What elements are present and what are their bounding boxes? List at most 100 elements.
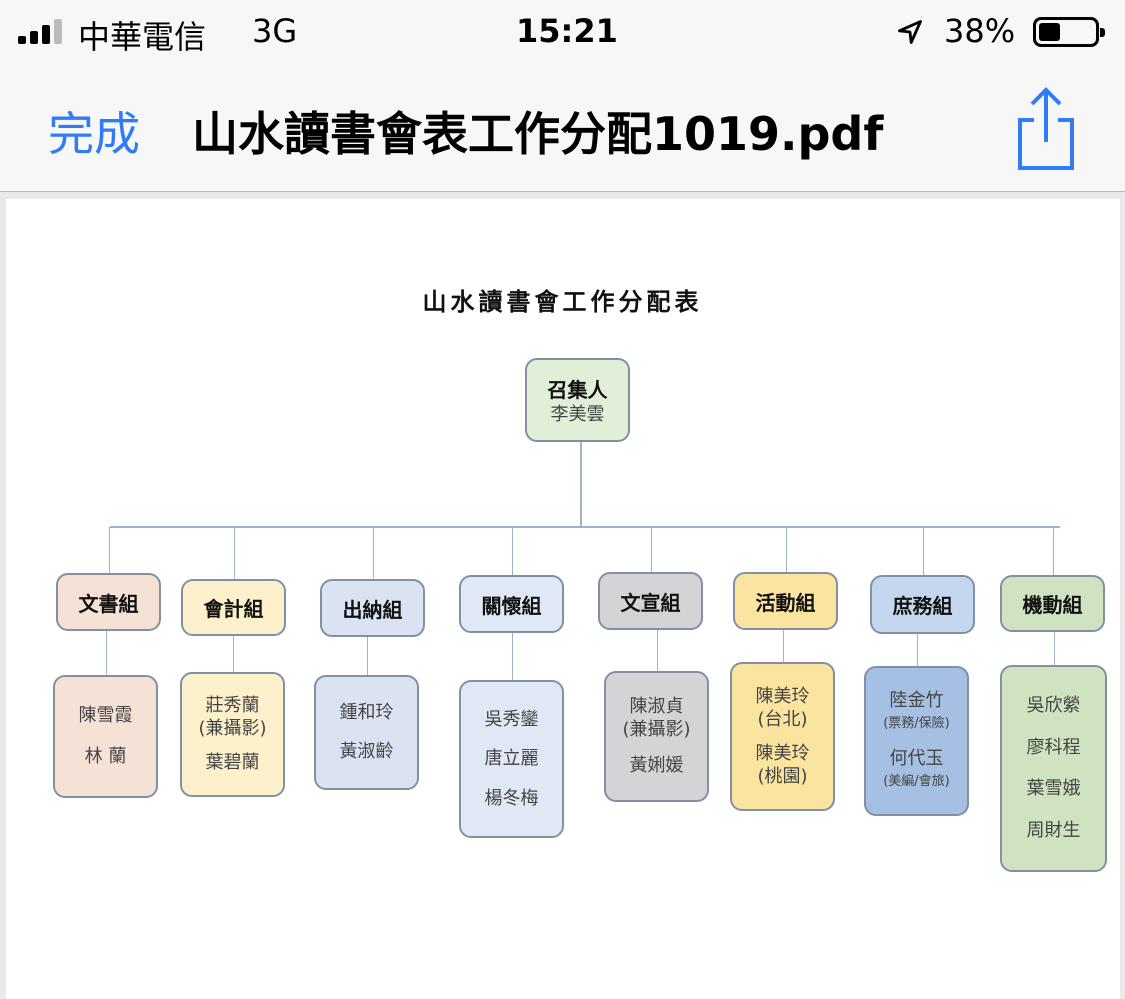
group-members: 陸金竹 (票務/保險) 何代玉 (美編/會旅) (864, 666, 969, 816)
member-name: 林 蘭 (84, 746, 127, 767)
group-header: 關懷組 (459, 575, 564, 633)
member-name: 吳欣縈 (1026, 695, 1081, 717)
member-name: 陳淑貞 (629, 696, 684, 718)
member: 黃淑齡 (340, 740, 394, 764)
member: 葉雪娥 (1027, 777, 1081, 801)
member-name: 陳雪霞 (78, 705, 133, 726)
group-name: 活動組 (755, 590, 816, 615)
group-members: 陳雪霞林 蘭 (53, 675, 158, 798)
connector-line (1053, 632, 1055, 665)
group-name: 會計組 (203, 597, 264, 621)
member: 楊冬梅 (485, 787, 539, 811)
group-header: 活動組 (733, 572, 838, 630)
share-icon[interactable] (1014, 86, 1078, 170)
member-name: 陳美玲 (755, 686, 810, 707)
done-button[interactable]: 完成 (48, 107, 140, 161)
connector-line (105, 631, 107, 675)
chart-title: 山水讀書會工作分配表 (422, 288, 703, 316)
connector-line (511, 633, 513, 680)
group-header: 機動組 (1000, 575, 1105, 632)
group-name: 庶務組 (892, 594, 953, 618)
member: 陳美玲(台北) (756, 685, 810, 731)
nav-bar: 完成 山水讀書會表工作分配1019.pdf (0, 66, 1125, 192)
connector-line (366, 637, 368, 675)
group-name: 關懷組 (481, 593, 542, 618)
root-name: 李美雲 (550, 403, 605, 425)
group-name: 文宣組 (620, 590, 681, 615)
member-name: 唐立麗 (484, 748, 539, 769)
connector-line (922, 527, 924, 575)
member: 莊秀蘭(兼攝影) (198, 694, 266, 740)
connector-line (511, 527, 513, 575)
member-name: 楊冬梅 (484, 787, 539, 809)
member-note: (兼攝影) (198, 718, 267, 740)
member: 陳淑貞(兼攝影) (622, 695, 690, 741)
group-members: 莊秀蘭(兼攝影) 葉碧蘭 (180, 672, 285, 797)
status-bar: 中華電信 3G 15:21 38% (0, 0, 1125, 66)
connector-line (580, 442, 582, 527)
member-name: 黃淑齡 (339, 740, 394, 762)
group-members: 吳欣縈廖科程葉雪娥周財生 (1000, 665, 1107, 872)
member: 陳美玲(桃園) (756, 742, 810, 788)
connector-line (650, 527, 652, 572)
member-name: 吳秀鑾 (484, 708, 539, 730)
member: 鍾和玲 (340, 701, 394, 725)
group-header: 會計組 (181, 579, 286, 636)
member-name: 葉碧蘭 (205, 751, 260, 773)
connector-line (656, 630, 658, 671)
connector-line (110, 526, 1060, 528)
connector-line (782, 630, 784, 662)
member-note: (台北) (757, 709, 808, 730)
document-title: 山水讀書會表工作分配1019.pdf (192, 107, 884, 161)
member-note: (美編/會旅) (883, 773, 950, 789)
root-role: 召集人 (547, 377, 608, 402)
member-name: 葉雪娥 (1026, 778, 1081, 800)
connector-line (372, 527, 374, 579)
member-name: 何代玉 (889, 747, 944, 769)
clock: 15:21 (516, 12, 618, 50)
member: 陸金竹 (票務/保險) (883, 689, 950, 735)
connector-line (233, 527, 235, 579)
group-members: 鍾和玲黃淑齡 (314, 675, 419, 790)
network-type: 3G (252, 12, 298, 50)
member-note: (票務/保險) (883, 716, 950, 732)
connector-line (232, 636, 234, 672)
group-name: 機動組 (1022, 593, 1083, 617)
carrier: 中華電信 (78, 18, 207, 56)
connector-line (916, 634, 918, 666)
battery-percent: 38% (944, 12, 1016, 50)
connector-line (1052, 527, 1054, 575)
signal-icon (18, 18, 62, 44)
member: 陳雪霞 (79, 704, 133, 728)
member-note: (桃園) (757, 766, 808, 787)
group-members: 陳淑貞(兼攝影) 黃娳媛 (604, 671, 709, 802)
member-name: 陸金竹 (889, 690, 944, 712)
member-name: 黃娳媛 (629, 754, 684, 776)
group-header: 出納組 (320, 579, 425, 637)
member: 葉碧蘭 (206, 751, 260, 775)
group-members: 陳美玲(台北)陳美玲(桃園) (730, 662, 835, 811)
location-arrow-icon (898, 20, 922, 44)
member: 廖科程 (1027, 736, 1081, 760)
connector-line (108, 527, 110, 573)
group-header: 文宣組 (598, 572, 703, 630)
root-node: 召集人 李美雲 (525, 358, 630, 442)
group-name: 出納組 (342, 597, 403, 622)
member-name: 廖科程 (1026, 736, 1081, 758)
member-name: 陳美玲 (755, 743, 810, 764)
member: 吳欣縈 (1027, 694, 1081, 718)
group-members: 吳秀鑾唐立麗楊冬梅 (459, 680, 564, 838)
member: 吳秀鑾 (485, 708, 539, 732)
member: 何代玉 (美編/會旅) (883, 747, 950, 793)
member-note: (兼攝影) (622, 719, 691, 741)
member: 唐立麗 (485, 747, 539, 771)
member-name: 莊秀蘭 (205, 695, 260, 717)
group-name: 文書組 (78, 591, 139, 616)
group-header: 文書組 (56, 573, 161, 631)
battery-icon (1033, 17, 1105, 47)
member-name: 周財生 (1026, 819, 1081, 841)
group-header: 庶務組 (870, 575, 975, 634)
member: 黃娳媛 (630, 754, 684, 778)
connector-line (785, 527, 787, 572)
member: 林 蘭 (85, 745, 127, 769)
